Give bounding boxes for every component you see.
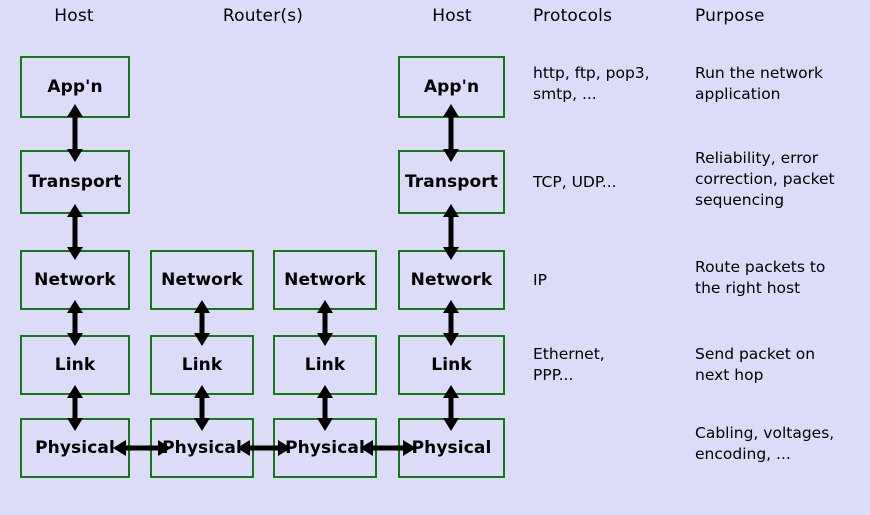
- arrow-physical-router1-router2: [237, 437, 291, 459]
- column-header-protocols: Protocols: [533, 6, 613, 26]
- box-label: Link: [54, 355, 96, 375]
- box-label: Physical: [162, 438, 242, 458]
- box-label: Network: [161, 270, 243, 290]
- arrow-host1-link-physical: [64, 385, 86, 431]
- purpose-transport: Reliability, error correction, packet se…: [695, 149, 835, 209]
- box-label: App'n: [423, 77, 480, 97]
- box-label: Network: [410, 270, 493, 290]
- arrow-host1-network-link: [64, 300, 86, 346]
- column-header-routers: Router(s): [222, 6, 304, 26]
- protocols-transport: TCP, UDP...: [533, 173, 617, 191]
- purpose-link: Send packet on next hop: [695, 345, 816, 384]
- protocols-network: IP: [533, 271, 547, 289]
- arrow-host2-app-transport: [440, 104, 462, 162]
- arrow-router2-network-link: [314, 300, 336, 346]
- box-label: Transport: [28, 172, 122, 192]
- box-label: Link: [431, 355, 472, 375]
- box-label: Network: [284, 270, 366, 290]
- column-header-host-left: Host: [54, 6, 94, 26]
- arrow-router2-link-physical: [314, 385, 336, 431]
- box-label: Transport: [404, 172, 499, 192]
- arrow-host2-transport-network: [440, 204, 462, 260]
- arrow-host1-transport-network: [64, 204, 86, 260]
- purpose-application: Run the network application: [695, 64, 823, 103]
- arrow-router1-link-physical: [191, 385, 213, 431]
- box-router2-network[interactable]: Network: [273, 250, 377, 310]
- arrow-host1-app-transport: [64, 104, 86, 162]
- box-label: Physical: [411, 438, 492, 458]
- arrow-physical-host1-router1: [113, 437, 171, 459]
- protocols-application: http, ftp, pop3, smtp, ...: [533, 64, 650, 103]
- column-header-host-right: Host: [432, 6, 472, 26]
- box-label: Link: [304, 355, 346, 375]
- box-label: Physical: [285, 438, 365, 458]
- purpose-physical: Cabling, voltages, encoding, ...: [695, 424, 835, 463]
- arrow-router1-network-link: [191, 300, 213, 346]
- arrow-host2-network-link: [440, 300, 462, 346]
- box-label: Network: [34, 270, 116, 290]
- purpose-network: Route packets to the right host: [695, 258, 826, 297]
- box-label: App'n: [47, 77, 103, 97]
- box-label: Physical: [35, 438, 115, 458]
- protocols-link: Ethernet, PPP...: [533, 345, 605, 384]
- arrow-host2-link-physical: [440, 385, 462, 431]
- arrow-physical-router2-host2: [360, 437, 416, 459]
- box-label: Link: [181, 355, 223, 375]
- column-header-purpose: Purpose: [695, 6, 765, 26]
